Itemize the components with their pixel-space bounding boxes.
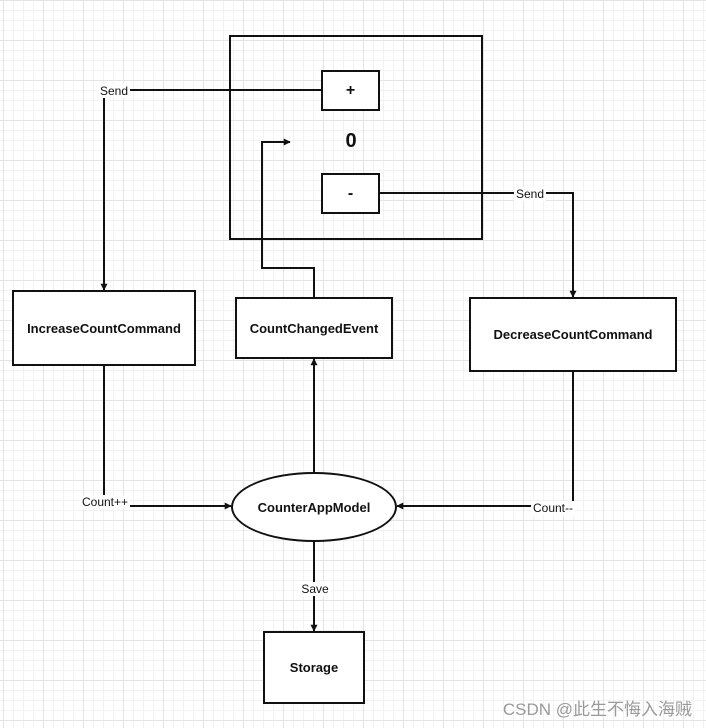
counter-ui-frame xyxy=(229,35,483,240)
count-decrement-label: Count-- xyxy=(530,501,576,515)
edge-event-to-counter xyxy=(261,138,315,297)
edge-minus-to-decrease xyxy=(380,192,577,298)
counter-app-model-node: CounterAppModel xyxy=(231,472,397,542)
send-label-left: Send xyxy=(97,84,131,98)
send-label-right: Send xyxy=(513,187,547,201)
save-label: Save xyxy=(299,582,331,596)
decrease-count-command-node: DecreaseCountCommand xyxy=(469,297,677,372)
minus-button[interactable]: - xyxy=(321,173,380,214)
csdn-watermark: CSDN @此生不悔入海贼 xyxy=(502,700,692,719)
edge-decrease-to-model xyxy=(396,372,574,510)
count-changed-event-node: CountChangedEvent xyxy=(235,297,393,359)
plus-button[interactable]: + xyxy=(321,70,380,111)
counter-value: 0 xyxy=(345,130,357,152)
increase-count-command-node: IncreaseCountCommand xyxy=(12,290,196,366)
count-increment-label: Count++ xyxy=(79,495,131,509)
edge-increase-to-model xyxy=(103,365,232,510)
storage-node: Storage xyxy=(263,631,365,704)
